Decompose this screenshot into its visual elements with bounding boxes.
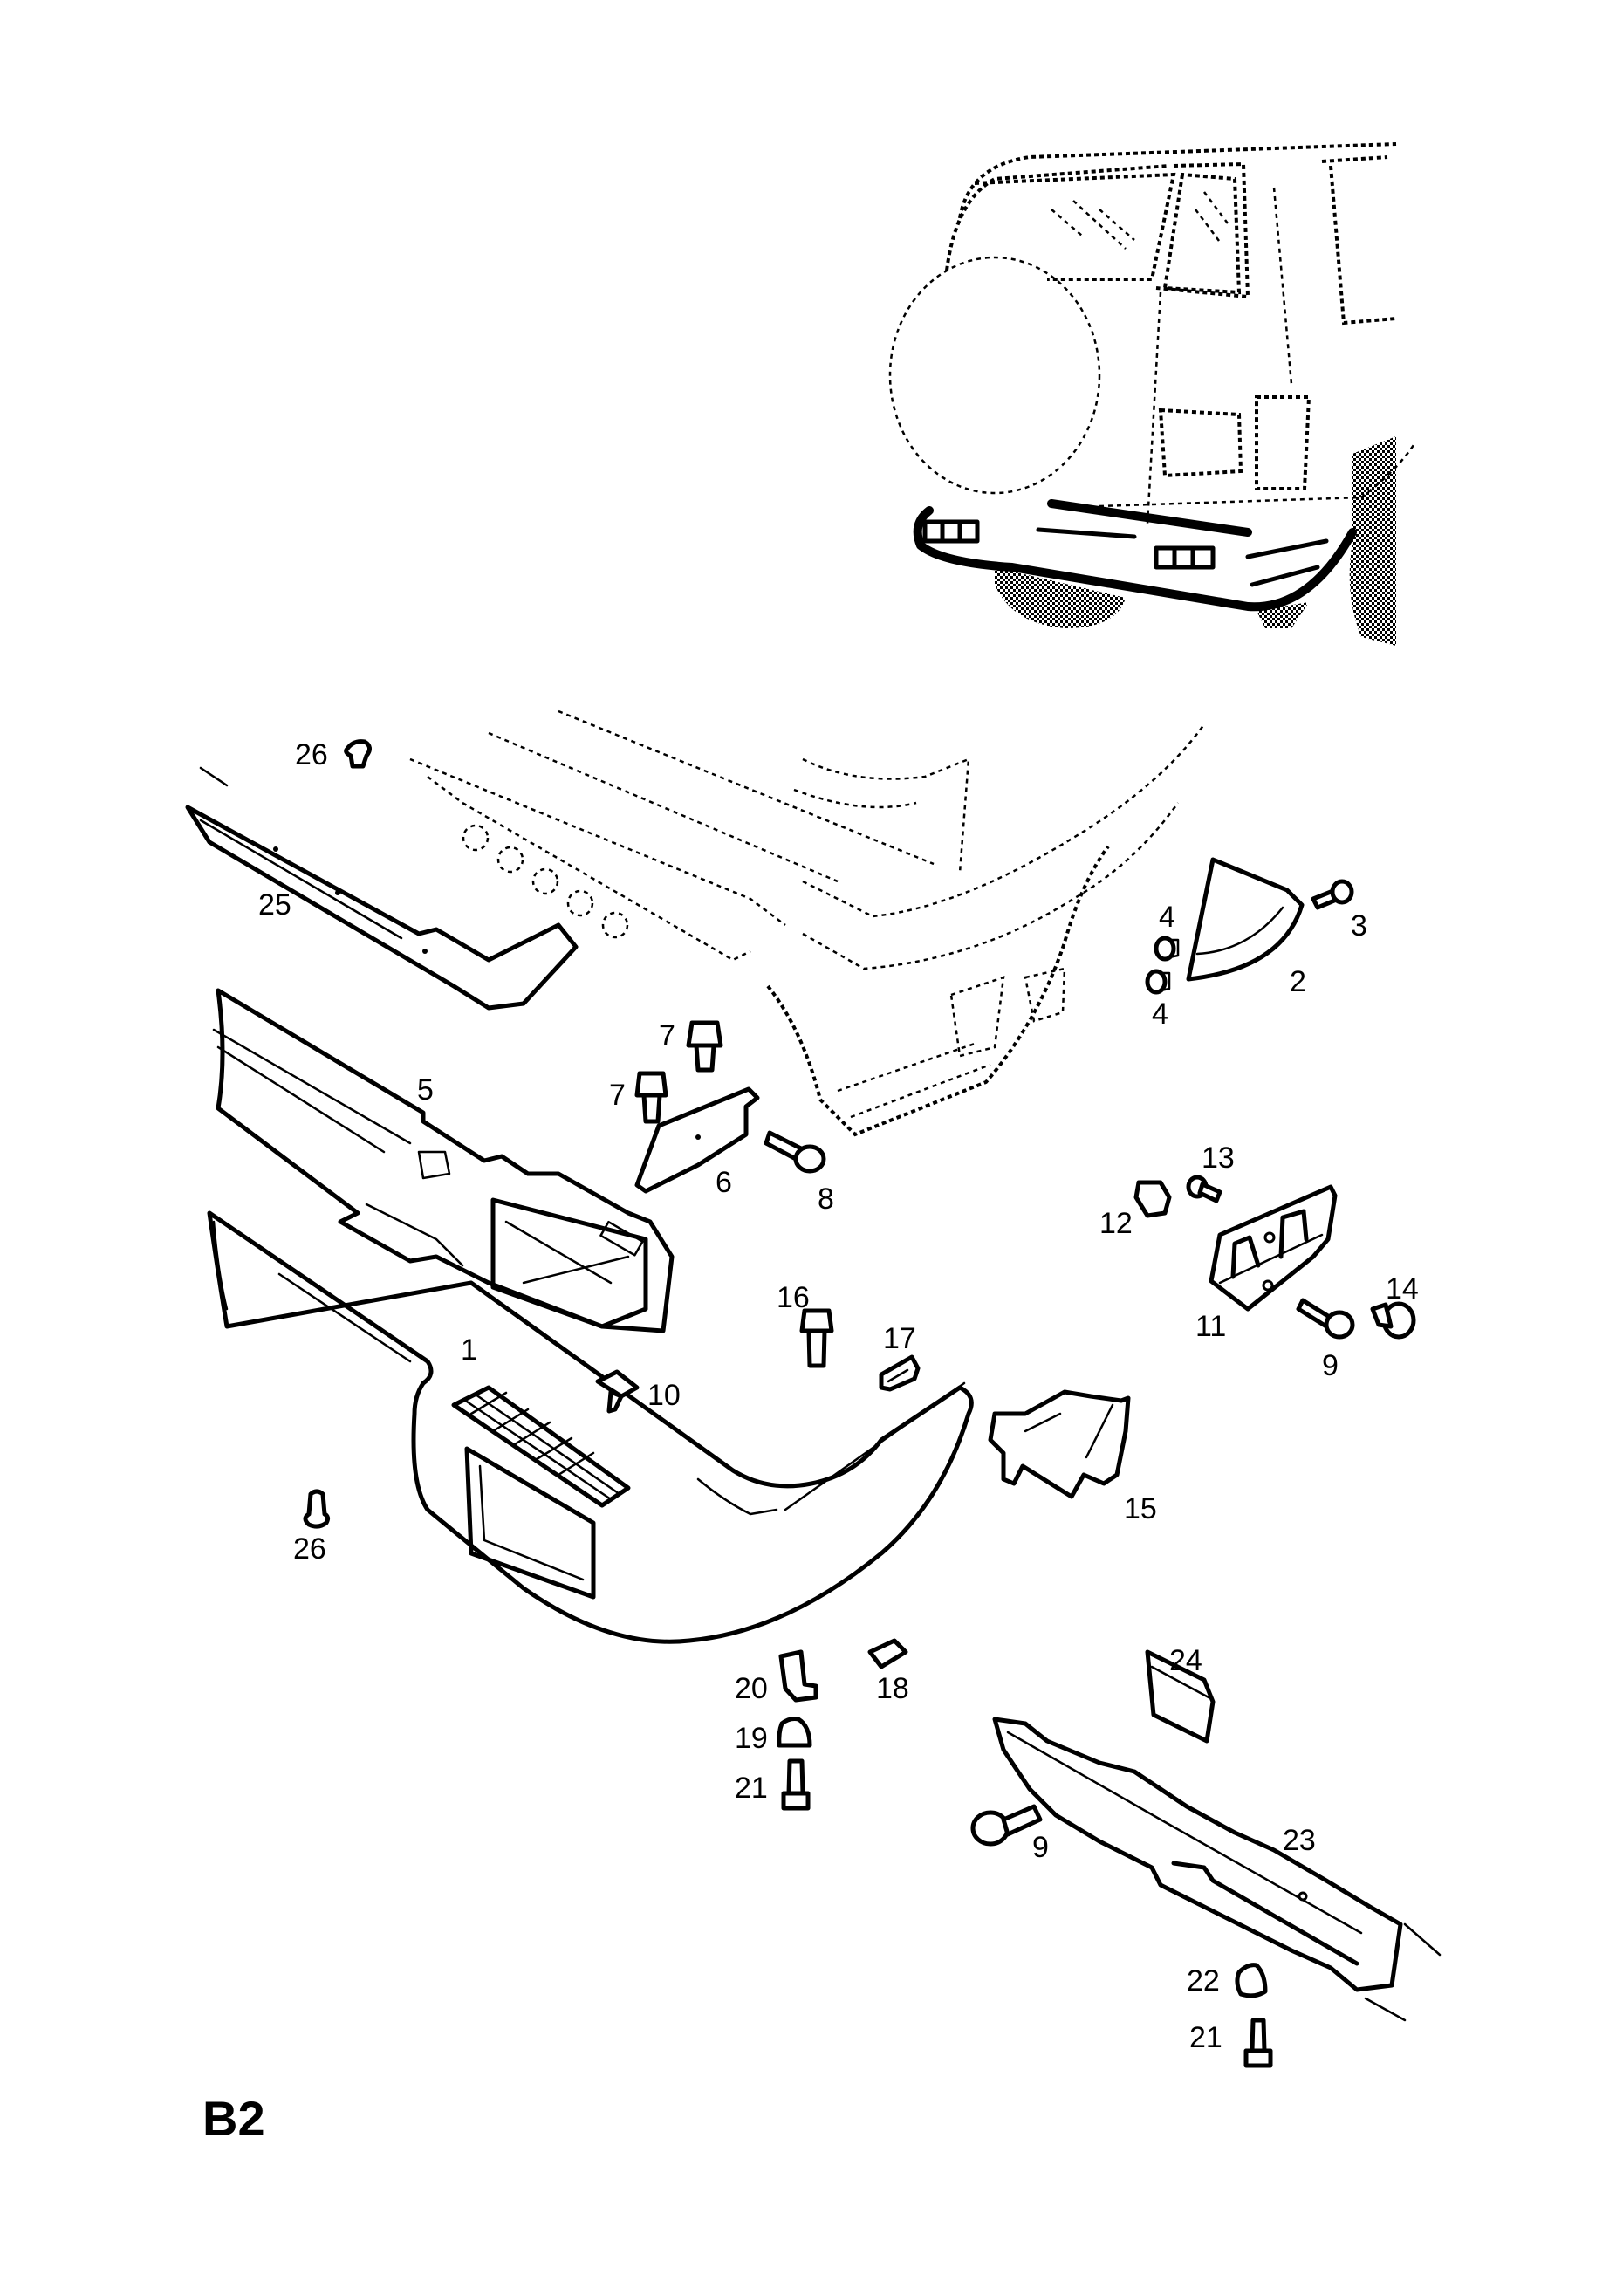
callout-25: 25 [258,888,291,922]
callout-19: 19 [735,1722,768,1755]
callout-4-lower: 4 [1152,997,1168,1031]
part-15-end-bracket[interactable] [988,1389,1131,1499]
callout-7-upper: 7 [659,1019,675,1052]
part-25-bracket-rail[interactable] [185,766,579,1011]
callout-18: 18 [876,1672,909,1705]
part-9-bolt-upper[interactable] [1296,1298,1355,1340]
callout-16: 16 [777,1281,810,1314]
part-10-retainer[interactable] [595,1369,640,1414]
part-14-plug[interactable] [1370,1301,1416,1340]
callout-13: 13 [1202,1141,1235,1175]
callout-26-lower: 26 [293,1532,326,1566]
callout-12: 12 [1099,1207,1133,1240]
callout-9-upper: 9 [1322,1349,1339,1382]
callout-4-upper: 4 [1159,901,1175,934]
part-21-bolt-left[interactable] [781,1758,811,1811]
callout-7-lower: 7 [609,1079,626,1112]
callout-11: 11 [1195,1310,1227,1343]
part-12-clip-nut[interactable] [1133,1180,1172,1218]
callout-26-top: 26 [295,738,328,771]
callout-15: 15 [1124,1492,1157,1525]
callout-14: 14 [1386,1272,1419,1306]
page-code: B2 [202,2091,265,2146]
part-7-bolt-upper[interactable] [686,1020,723,1073]
bumper-grille-mesh [451,1385,631,1508]
part-4-grommet-upper[interactable] [1154,936,1180,962]
part-8-bolt[interactable] [764,1130,826,1174]
part-1-bumper-cover[interactable] [207,1210,974,1644]
part-24-plate[interactable] [1145,1649,1216,1744]
part-13-screw[interactable] [1186,1175,1222,1203]
part-2-mud-flap[interactable] [1186,857,1305,982]
callout-1: 1 [461,1333,477,1367]
part-21-bolt-right[interactable] [1243,2018,1273,2068]
part-17-clip[interactable] [879,1354,921,1392]
callout-21-left: 21 [735,1772,768,1805]
part-22-nut[interactable] [1235,1963,1268,1998]
part-11-side-bracket[interactable] [1209,1184,1338,1312]
callout-10: 10 [647,1379,681,1412]
callout-9-lower: 9 [1032,1831,1049,1864]
part-16-bolt[interactable] [799,1308,834,1368]
part-4-grommet-lower[interactable] [1145,969,1171,995]
part-9-bolt-lower[interactable] [970,1804,1043,1847]
part-7-bolt-lower[interactable] [634,1071,668,1124]
callout-24: 24 [1169,1644,1202,1677]
part-5-reinforcement[interactable] [212,988,675,1333]
callout-3: 3 [1351,909,1367,942]
callout-6: 6 [716,1166,732,1199]
part-20-angle-bracket[interactable] [778,1649,818,1703]
part-26-clip-icon[interactable] [344,739,372,769]
vehicle-body-ghost [409,709,1206,1137]
callout-23: 23 [1283,1824,1316,1857]
part-26-clip-icon-lower[interactable] [303,1489,331,1529]
part-6-bracket[interactable] [634,1086,760,1194]
vehicle-overview-illustration [888,142,1415,646]
callout-21-right: 21 [1189,2021,1222,2054]
callout-2: 2 [1290,965,1306,998]
part-18-clip[interactable] [867,1638,908,1669]
callout-8: 8 [818,1182,834,1216]
callout-5: 5 [417,1073,434,1107]
part-19-nut[interactable] [777,1717,812,1748]
callout-22: 22 [1187,1964,1220,1998]
callout-17: 17 [883,1322,916,1355]
part-3-screw[interactable] [1311,879,1354,910]
callout-20: 20 [735,1672,768,1705]
part-23-absorber-rail[interactable] [992,1717,1442,2022]
